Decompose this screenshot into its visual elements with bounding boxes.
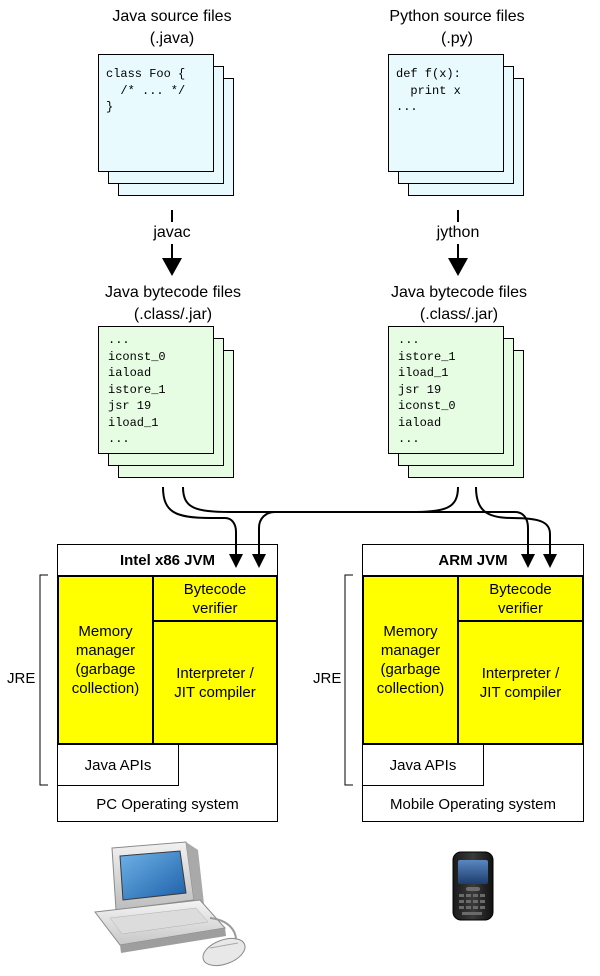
right-java-apis: Java APIs — [362, 744, 484, 786]
right-jvm-title: ARM JVM — [438, 551, 508, 569]
jython-arrowhead — [448, 258, 468, 276]
java-source-title-line2: (.java) — [149, 30, 195, 47]
python-source-code: def f(x): print x ... — [396, 67, 461, 114]
java-source-code: class Foo { /* ... */ } — [106, 67, 186, 114]
java-to-left-jvm-line — [162, 486, 237, 558]
right-bytecode-verifier: Bytecode verifier — [457, 575, 584, 622]
left-os-label: PC Operating system — [96, 795, 239, 813]
javac-arrowhead — [162, 258, 182, 276]
right-os-label: Mobile Operating system — [390, 795, 556, 813]
left-jvm-title: Intel x86 JVM — [119, 551, 216, 569]
python-to-left-jvm-line — [258, 486, 459, 558]
java-to-left-jvm-arrowhead — [229, 554, 243, 568]
python-bytecode-title-line1: Java bytecode files — [390, 284, 528, 301]
python-to-right-jvm-arrowhead — [543, 554, 557, 568]
python-to-left-jvm-arrowhead — [252, 554, 266, 568]
java-bytecode-title: Java bytecode files (.class/.jar) — [78, 282, 268, 326]
python-bytecode-page-1 — [388, 326, 504, 454]
left-jre-bracket — [39, 574, 48, 786]
python-bytecode-code: ... istore_1 iload_1 jsr 19 iconst_0 ial… — [398, 333, 456, 446]
python-source-title: Python source files (.py) — [362, 6, 552, 50]
left-jre-label: JRE — [7, 670, 36, 687]
left-interpreter: Interpreter / JIT compiler — [152, 620, 278, 745]
left-java-apis: Java APIs — [57, 744, 179, 786]
right-jre-bracket — [344, 574, 353, 786]
jython-label: jython — [436, 224, 480, 241]
java-bytecode-page-1 — [98, 326, 214, 454]
javac-label: javac — [153, 224, 191, 241]
right-memory-manager: Memory manager (garbage collection) — [362, 575, 459, 745]
right-jvm-box — [362, 575, 584, 745]
python-source-title-line2: (.py) — [441, 30, 473, 47]
java-bytecode-code: ... iconst_0 iaload istore_1 jsr 19 iloa… — [108, 333, 166, 446]
java-to-right-jvm-arrowhead — [521, 554, 535, 568]
right-jre-label: JRE — [313, 670, 342, 687]
python-source-title-line1: Python source files — [389, 8, 525, 25]
java-bytecode-title-line1: Java bytecode files — [104, 284, 242, 301]
python-source-page-1 — [388, 54, 504, 172]
left-bytecode-verifier: Bytecode verifier — [152, 575, 278, 622]
python-bytecode-title-line2: (.class/.jar) — [419, 306, 499, 323]
java-source-page-1 — [98, 54, 214, 172]
python-to-right-jvm-line — [475, 486, 551, 558]
left-memory-manager: Memory manager (garbage collection) — [57, 575, 154, 745]
java-bytecode-title-line2: (.class/.jar) — [133, 306, 213, 323]
python-bytecode-title: Java bytecode files (.class/.jar) — [364, 282, 554, 326]
java-source-title-line1: Java source files — [112, 8, 232, 25]
java-source-title: Java source files (.java) — [82, 6, 262, 50]
right-interpreter: Interpreter / JIT compiler — [457, 620, 584, 745]
